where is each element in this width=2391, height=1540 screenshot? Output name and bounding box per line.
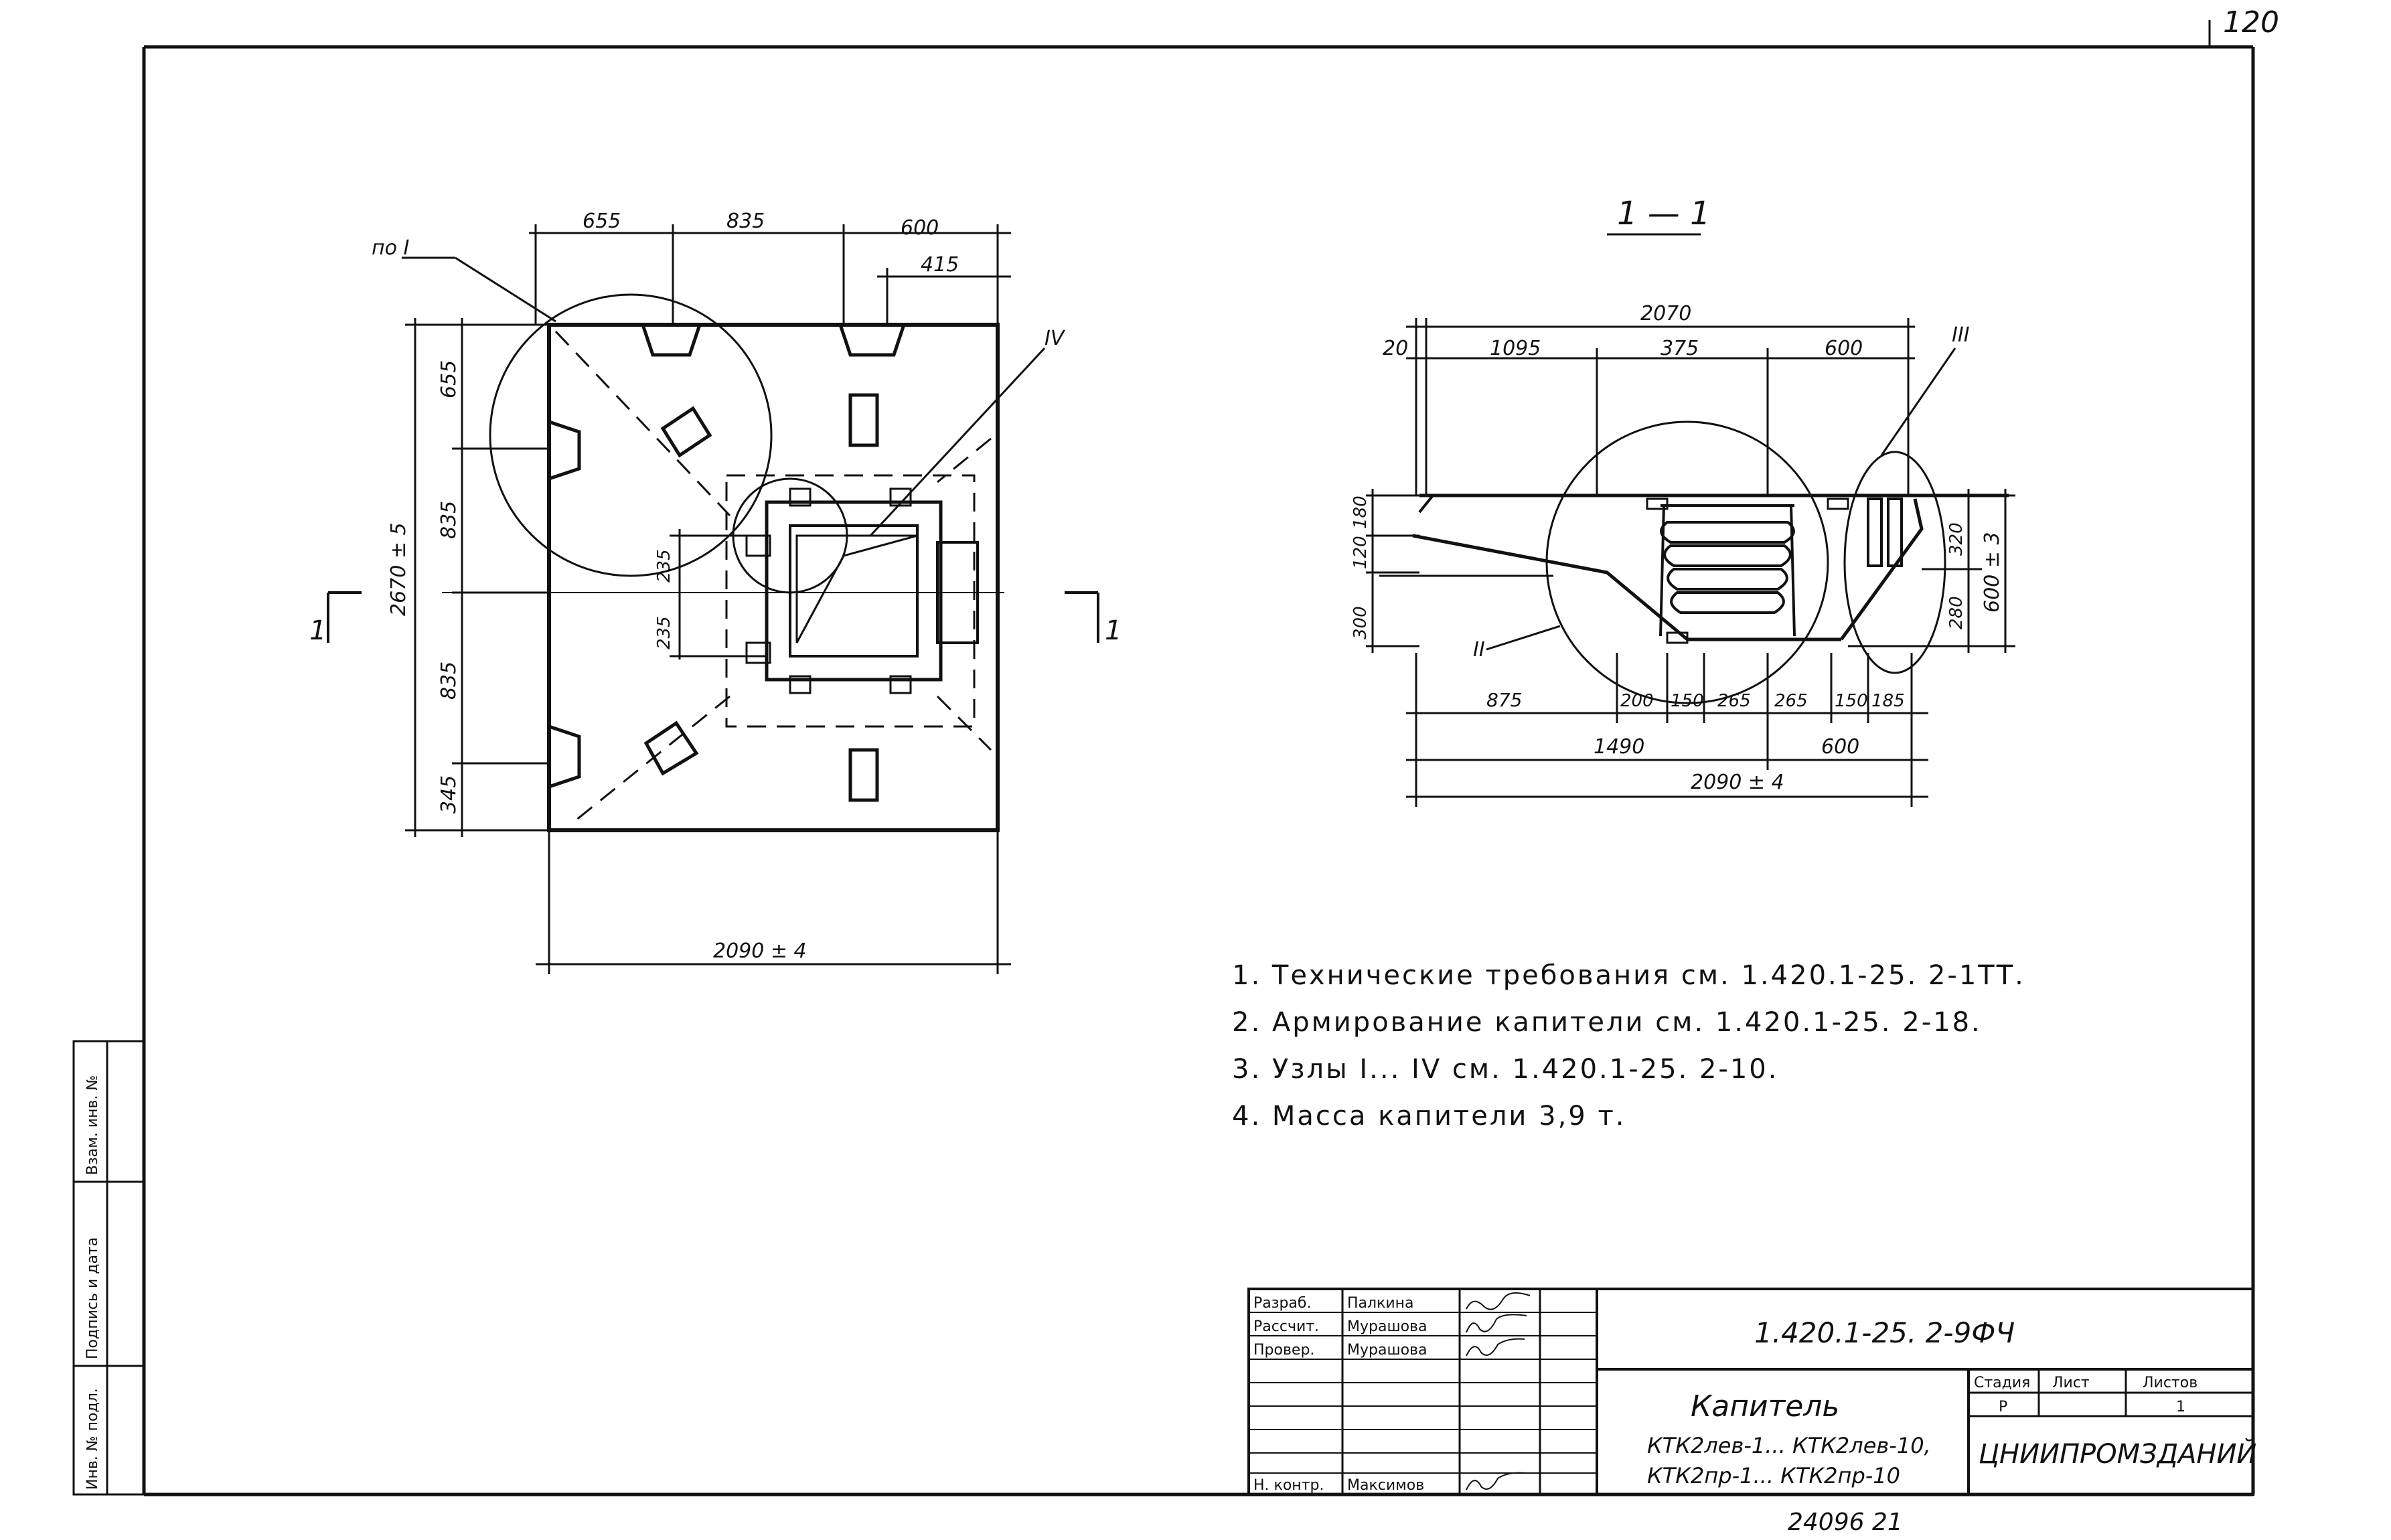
plan-top-dim-3: 600	[901, 216, 939, 240]
signature-1	[1466, 1292, 1531, 1310]
stamp-inv-number: Инв. № подл.	[84, 1388, 101, 1490]
plan-left-dim-4: 345	[437, 775, 461, 814]
section-node-II-circle	[1545, 420, 1829, 704]
signature-4	[1466, 1472, 1525, 1490]
tb-subtitle-2: КТК2пр-1... КТК2пр-10	[1647, 1463, 1900, 1488]
section-bottom-dim-6: 150	[1835, 691, 1868, 711]
tb-role-2: Рассчит.	[1253, 1318, 1319, 1335]
tb-title: Капитель	[1691, 1389, 1839, 1423]
tb-org: ЦНИИПРОМЗДАНИЙ	[1979, 1438, 2256, 1470]
plan-left-dim-2: 835	[437, 501, 461, 539]
plan-outline	[547, 323, 1000, 832]
signature-2	[1466, 1314, 1527, 1333]
tb-sheets: 1	[2176, 1399, 2185, 1415]
section-right-overall: 600 ± 3	[1981, 532, 2004, 613]
stamp-signature-date: Подпись и дата	[84, 1237, 101, 1359]
title-block	[1247, 1288, 2254, 1496]
plan-bottom-overall: 2090 ± 4	[713, 939, 807, 963]
plan-inner-dim-2: 235	[654, 616, 674, 649]
section-top-overall: 2070	[1640, 302, 1691, 325]
signature-3	[1466, 1338, 1525, 1357]
section-view	[1366, 233, 2015, 807]
plan-cut-mark-left: 1	[309, 615, 326, 646]
plan-top-dim-2: 835	[726, 210, 765, 233]
section-left-dim-1: 180	[1351, 495, 1371, 529]
tb-sheets-header: Листов	[2143, 1375, 2197, 1391]
tb-sheet-header: Лист	[2052, 1375, 2090, 1391]
section-bottom-overall: 2090 ± 4	[1691, 771, 1784, 794]
section-node-II-label: II	[1473, 638, 1485, 662]
section-bottom-dim-2: 200	[1620, 691, 1654, 711]
bottom-note: 24096 21	[1788, 1509, 1903, 1536]
section-top-dim-3: 600	[1825, 337, 1863, 360]
plan-node-IV-label: IV	[1045, 327, 1066, 350]
section-bottom-mid-1: 1490	[1594, 735, 1644, 759]
section-bottom-mid-2: 600	[1821, 735, 1859, 759]
note-1: 1. Технические требования см. 1.420.1-25…	[1232, 960, 2025, 991]
section-top-dim-2: 375	[1661, 337, 1699, 360]
plan-top-dim-1: 655	[583, 210, 621, 233]
section-bottom-dim-5: 265	[1774, 691, 1808, 711]
tb-doc-code: 1.420.1-25. 2-9ФЧ	[1754, 1316, 2015, 1349]
plan-inner-dim-1: 235	[654, 549, 674, 583]
tb-name-4: Максимов	[1347, 1477, 1424, 1494]
section-node-III-label: III	[1952, 323, 1970, 347]
note-4: 4. Масса капители 3,9 т.	[1232, 1101, 1626, 1132]
plan-cut-mark-right: 1	[1105, 615, 1122, 646]
plan-left-dim-1: 655	[437, 360, 461, 398]
tb-role-3: Провер.	[1253, 1342, 1314, 1359]
section-left-dim-3: 300	[1351, 606, 1371, 639]
tb-name-3: Мурашова	[1347, 1342, 1428, 1359]
plan-column-inner	[789, 524, 919, 658]
plan-node-I-circle	[489, 293, 773, 577]
tb-name-2: Мурашова	[1347, 1318, 1428, 1335]
section-bottom-dim-1: 875	[1486, 689, 1522, 711]
note-2: 2. Армирование капители см. 1.420.1-25. …	[1232, 1007, 1982, 1038]
tb-role-1: Разраб.	[1253, 1295, 1311, 1312]
section-bottom-dim-4: 265	[1717, 691, 1751, 711]
section-right-dim-1: 320	[1946, 522, 1966, 556]
section-bottom-dim-3: 150	[1671, 691, 1704, 711]
plan-top-sub-dim: 415	[921, 253, 959, 277]
drawing-frame	[142, 20, 2255, 1496]
side-stamp	[72, 1040, 145, 1496]
stamp-replace-inv: Взам. инв. №	[84, 1075, 101, 1175]
note-3: 3. Узлы I... IV см. 1.420.1-25. 2-10.	[1232, 1054, 1778, 1085]
section-right-dim-2: 280	[1946, 596, 1966, 629]
plan-column-outer	[765, 500, 943, 682]
section-top-dim-1: 1095	[1490, 337, 1541, 360]
plan-left-dim-3: 835	[437, 662, 461, 700]
tb-role-4: Н. контр.	[1253, 1477, 1324, 1494]
plan-left-overall: 2670 ± 5	[387, 522, 410, 616]
plan-node-I-label: по I	[372, 236, 410, 260]
section-node-III-ellipse	[1843, 451, 1946, 674]
tb-subtitle-1: КТК2лев-1... КТК2лев-10,	[1647, 1433, 1931, 1458]
section-bottom-dim-7: 185	[1871, 691, 1905, 711]
tb-stage-header: Стадия	[1974, 1375, 2030, 1391]
page-number: 120	[2223, 5, 2279, 40]
tb-name-1: Палкина	[1347, 1295, 1414, 1312]
section-left-dim-2: 120	[1351, 536, 1371, 569]
tb-stage: Р	[1999, 1399, 2007, 1415]
plan-view	[327, 224, 1099, 974]
section-top-left: 20	[1383, 337, 1408, 360]
section-title: 1 — 1	[1617, 195, 1711, 232]
